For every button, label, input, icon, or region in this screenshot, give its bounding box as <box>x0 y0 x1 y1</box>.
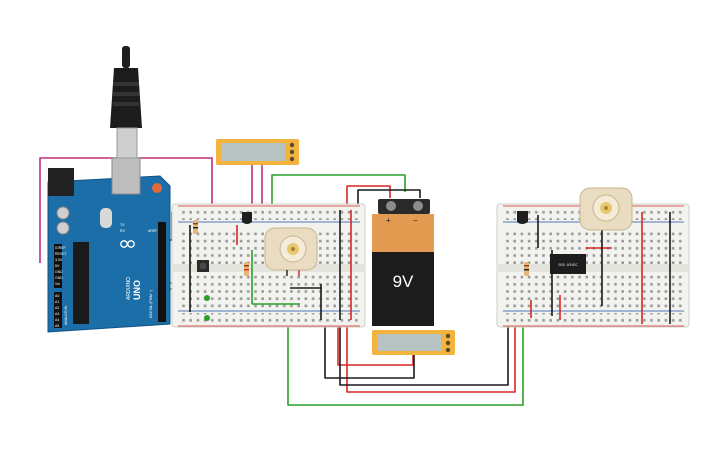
wire-red-bottom[interactable] <box>346 300 516 393</box>
relay-part-label: SRD-05VDC <box>558 263 577 267</box>
wire-red-display[interactable] <box>337 322 414 366</box>
lcd-module-bottom <box>372 330 455 355</box>
usb-port <box>111 157 141 195</box>
reset-button[interactable] <box>152 183 162 193</box>
tx-label: TX <box>120 223 125 227</box>
capacitor-2 <box>56 221 70 235</box>
transistor-right-icon <box>517 211 528 224</box>
usb-plug-icon <box>110 46 142 159</box>
wire-black-lower[interactable] <box>324 322 415 379</box>
pushbutton-icon[interactable] <box>197 260 209 272</box>
svg-text:A1: A1 <box>55 300 59 304</box>
svg-text:A3: A3 <box>55 312 59 316</box>
digital-header <box>158 222 166 322</box>
analog-header <box>54 292 62 328</box>
arduino-maker-label: ARDUINO <box>126 277 132 300</box>
digital-header-label: DIGITAL (PWM ~) <box>149 290 153 318</box>
dc-motor-right[interactable] <box>579 187 633 231</box>
wire-green-top[interactable] <box>271 174 406 212</box>
wire-black-bottom[interactable] <box>339 312 509 386</box>
resistor-2-icon <box>244 262 249 276</box>
aref-label: AREF <box>148 229 157 233</box>
relay-icon[interactable]: SRD-05VDC <box>550 254 586 274</box>
power-jack <box>48 168 74 196</box>
svg-text:Vin: Vin <box>55 282 60 286</box>
analog-pin-labels: A0 A1 A2 A3 A4 A5 <box>55 294 59 328</box>
crystal <box>100 208 112 228</box>
resistor-icon <box>193 220 198 234</box>
svg-text:GND: GND <box>55 270 63 274</box>
svg-text:A0: A0 <box>55 294 59 298</box>
battery-minus-label: − <box>413 216 418 225</box>
svg-text:GND: GND <box>55 276 63 280</box>
capacitor-1 <box>56 206 70 220</box>
transistor-icon <box>242 212 252 224</box>
junction-dot-2 <box>204 315 210 321</box>
wire-green-bottom[interactable] <box>287 310 524 406</box>
battery-plus-label: + <box>386 216 391 225</box>
battery-voltage-label: 9V <box>393 272 414 291</box>
svg-text:IOREF: IOREF <box>55 246 66 250</box>
junction-dot-1 <box>204 295 210 301</box>
power-pin-labels: IOREF RESET 3.3V 5V GND GND Vin <box>55 246 68 286</box>
arduino-logo-icon <box>120 240 135 248</box>
atmega-chip <box>73 242 89 324</box>
svg-text:5V: 5V <box>55 264 60 268</box>
svg-text:A5: A5 <box>55 324 59 328</box>
dc-motor-left[interactable] <box>264 227 318 276</box>
breadboard-jumpers <box>189 210 671 324</box>
arduino-uno-label: UNO <box>132 280 142 300</box>
svg-text:A4: A4 <box>55 318 59 322</box>
battery-9v[interactable]: + − 9V <box>372 199 434 326</box>
lcd-module-top <box>216 139 299 165</box>
analog-header-label: ANALOG IN <box>64 305 68 325</box>
svg-text:3.3V: 3.3V <box>55 258 63 262</box>
arduino-uno-board[interactable]: UNO ARDUINO DIGITAL (PWM ~) ANALOG IN AR… <box>47 157 171 333</box>
resistor-3-icon <box>524 262 529 276</box>
svg-text:RESET: RESET <box>55 252 68 256</box>
breadboard-right <box>496 203 690 328</box>
svg-text:A2: A2 <box>55 306 59 310</box>
rx-label: RX <box>120 229 126 233</box>
power-header <box>54 244 62 288</box>
